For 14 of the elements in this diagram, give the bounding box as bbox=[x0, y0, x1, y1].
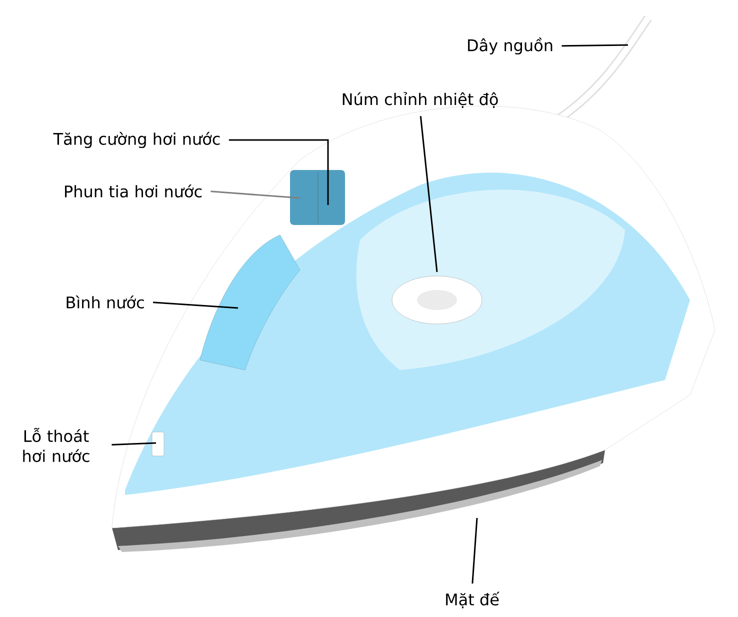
leader-line bbox=[152, 302, 238, 309]
part-label: Dây nguồn bbox=[468, 38, 552, 54]
leader-line bbox=[420, 116, 438, 272]
leader-line bbox=[112, 442, 156, 446]
part-label: Bình nước bbox=[66, 295, 144, 308]
leader-line bbox=[562, 44, 628, 47]
part-label: Lỗ thoát hơi nước bbox=[23, 428, 90, 462]
part-label: Tăng cường hơi nước bbox=[53, 132, 220, 148]
leader-line bbox=[472, 518, 478, 584]
leader-line bbox=[228, 139, 329, 205]
part-label: Núm chỉnh nhiệt độ bbox=[342, 92, 498, 108]
leader-line bbox=[210, 190, 300, 199]
part-label: Phun tia hơi nước bbox=[65, 184, 202, 198]
part-label: Mặt đế bbox=[446, 592, 500, 608]
